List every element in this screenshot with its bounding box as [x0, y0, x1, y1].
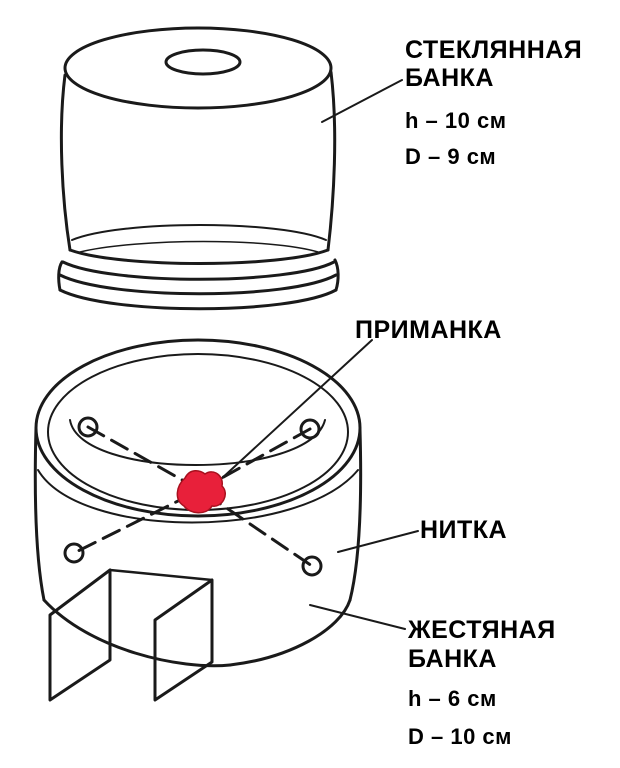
leader-lines [220, 80, 418, 629]
glass-jar [59, 28, 338, 309]
glass-jar-height: h – 10 см [405, 110, 507, 132]
entrance-flaps [50, 570, 212, 700]
glass-jar-label-line1: СТЕКЛЯННАЯ [405, 38, 582, 63]
bait-icon [177, 471, 225, 513]
tin-can-label-line1: ЖЕСТЯНАЯ [408, 618, 556, 643]
bait-label: ПРИМАНКА [355, 318, 502, 343]
tin-can-label-line2: БАНКА [408, 647, 497, 672]
thread-label: НИТКА [420, 518, 507, 543]
tin-can-height: h – 6 см [408, 688, 497, 710]
glass-jar-diameter: D – 9 см [405, 146, 496, 168]
glass-jar-label-line2: БАНКА [405, 66, 494, 91]
tin-can-diameter: D – 10 см [408, 726, 512, 748]
